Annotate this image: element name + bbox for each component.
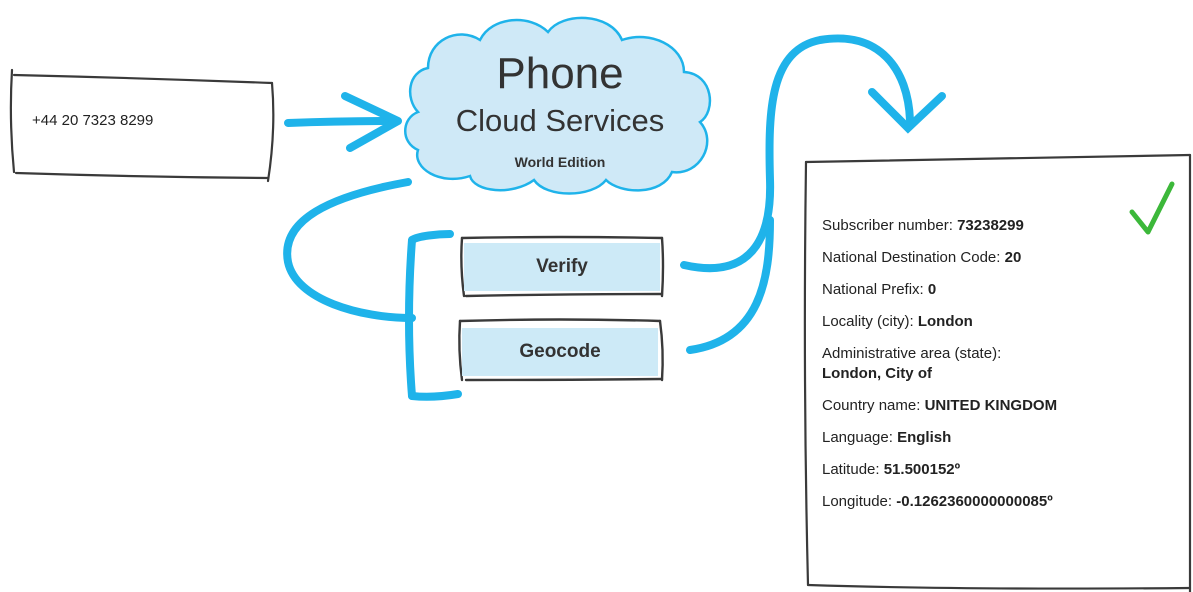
national-prefix-value: 0 — [927, 281, 937, 298]
arrow-input-to-cloud — [284, 92, 402, 152]
national-prefix-label: National Prefix: — [822, 281, 924, 298]
result-panel-box — [803, 153, 1192, 592]
subscriber-number-label: Subscriber number: — [822, 217, 953, 234]
locality-value: London — [917, 313, 973, 330]
subscriber-number-row: Subscriber number: 73238299 — [822, 216, 1182, 236]
cloud-shape — [404, 16, 712, 195]
administrative-area-label: Administrative area (state): — [822, 345, 1002, 362]
connector-to-results — [680, 34, 946, 354]
latitude-label: Latitude: — [822, 461, 880, 478]
result-list: Subscriber number: 73238299 National Des… — [822, 216, 1182, 524]
cloud-subtitle: Cloud Services — [455, 103, 665, 138]
checkmark-icon — [1129, 181, 1175, 235]
country-name-value: UNITED KINGDOM — [924, 397, 1058, 414]
cloud-title: Phone — [496, 49, 624, 98]
latitude-value: 51.500152º — [883, 461, 961, 478]
country-name-label: Country name: — [822, 397, 921, 414]
locality-label: Locality (city): — [822, 313, 914, 330]
button-outlines — [458, 235, 665, 382]
language-label: Language: — [822, 429, 893, 446]
country-name-row: Country name: UNITED KINGDOM — [822, 396, 1182, 416]
administrative-area-row: Administrative area (state): London, Cit… — [822, 344, 1182, 384]
language-row: Language: English — [822, 428, 1182, 448]
longitude-row: Longitude: -0.1262360000000085º — [822, 492, 1182, 512]
verify-button[interactable]: Verify — [464, 243, 660, 291]
locality-row: Locality (city): London — [822, 312, 1182, 332]
national-prefix-row: National Prefix: 0 — [822, 280, 1182, 300]
subscriber-number-value: 73238299 — [957, 217, 1024, 234]
phone-input-box — [9, 68, 275, 183]
cloud-edition: World Edition — [514, 154, 606, 170]
latitude-row: Latitude: 51.500152º — [822, 460, 1182, 480]
longitude-value: -0.1262360000000085º — [896, 493, 1053, 510]
national-destination-code-label: National Destination Code: — [822, 249, 1001, 266]
language-value: English — [897, 429, 952, 446]
administrative-area-value: London, City of — [822, 365, 932, 382]
loop-connector — [283, 178, 462, 401]
phone-number-input[interactable]: +44 20 7323 8299 — [32, 112, 154, 129]
longitude-label: Longitude: — [822, 493, 893, 510]
geocode-button[interactable]: Geocode — [462, 328, 658, 376]
national-destination-code-value: 20 — [1004, 249, 1022, 266]
national-destination-code-row: National Destination Code: 20 — [822, 248, 1182, 268]
